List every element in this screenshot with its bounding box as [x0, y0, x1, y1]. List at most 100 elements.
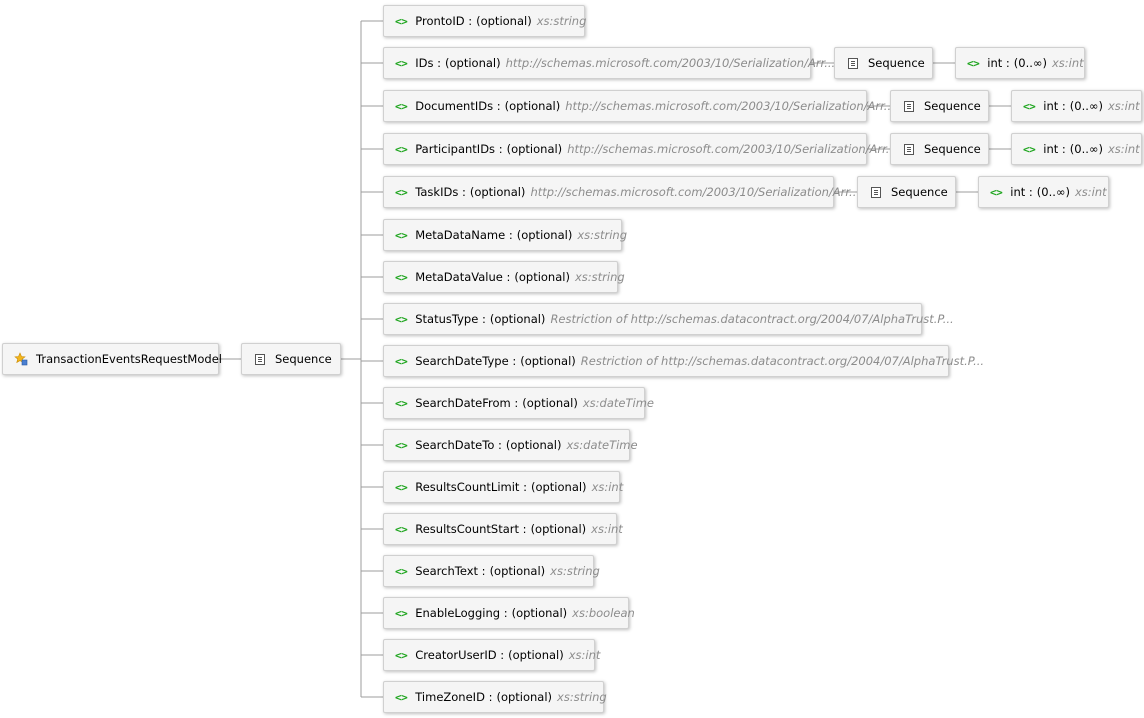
participant-i-ds-sequence-node[interactable]: Sequence — [890, 133, 989, 165]
pronto-id-name-text: ProntoID : — [415, 14, 472, 28]
element-icon: <> — [1023, 142, 1036, 156]
i-ds-int-separator: : — [1002, 56, 1010, 70]
element-node-meta-data-value[interactable]: <>MetaDataValue :(optional)xs:string — [383, 261, 625, 293]
participant-i-ds-occurrence: (optional) — [506, 142, 563, 156]
meta-data-name-name-text: MetaDataName : — [415, 228, 512, 242]
task-i-ds-int-separator: : — [1025, 185, 1033, 199]
i-ds-occurrence: (optional) — [445, 56, 501, 70]
task-i-ds-int-name: int — [1010, 185, 1026, 199]
time-zone-id-separator: : — [484, 690, 493, 704]
element-node-time-zone-id[interactable]: <>TimeZoneID :(optional)xs:string — [383, 681, 607, 713]
meta-data-name-separator: : — [505, 228, 513, 242]
root-sequence-node[interactable]: Sequence — [241, 343, 341, 375]
results-count-limit-separator: : — [519, 480, 527, 494]
element-node-search-date-from[interactable]: <> SearchDateFrom : (optional) xs:dateTime — [383, 387, 654, 419]
element-node-participant-i-ds[interactable]: <>ParticipantIDs :(optional)http://schem… — [383, 133, 897, 165]
i-ds-type: http://schemas.microsoft.com/2003/10/Ser… — [505, 56, 836, 70]
sequence-label: Sequence — [924, 142, 981, 156]
element-node-search-date-to[interactable]: <>SearchDateTo :(optional)xs:dateTime — [383, 429, 638, 461]
element-icon: <> — [395, 228, 408, 242]
element-node-enable-logging[interactable]: <>EnableLogging :(optional)xs:boolean — [383, 597, 635, 629]
enable-logging-name: EnableLogging — [415, 606, 501, 620]
sequence-icon — [255, 353, 265, 365]
i-ds-int-name-text: int : — [987, 56, 1010, 70]
root-complex-type-node[interactable]: TransactionEventsRequestModel — [2, 343, 222, 375]
element-icon: <> — [395, 99, 408, 113]
results-count-limit-occurrence: (optional) — [530, 480, 587, 494]
document-i-ds-name: DocumentIDs — [415, 99, 494, 113]
participant-i-ds-int-name-text: int : — [1043, 142, 1066, 156]
element-icon: <> — [395, 56, 408, 70]
pronto-id-type: xs:string — [536, 14, 587, 28]
element-node-search-text[interactable]: <>SearchText :(optional)xs:string — [383, 555, 600, 587]
i-ds-int-occurrence: (0..∞) — [1013, 56, 1047, 70]
sequence-label: Sequence — [275, 352, 332, 366]
element-node-results-count-limit[interactable]: <>ResultsCountLimit :(optional)xs:int — [383, 471, 623, 503]
document-i-ds-int-type: xs:int — [1107, 99, 1140, 113]
search-date-from-name: SearchDateFrom — [415, 396, 511, 410]
element-node-participant-i-ds-int[interactable]: <>int :(0..∞)xs:int — [1011, 133, 1142, 165]
results-count-limit-name: ResultsCountLimit — [415, 480, 520, 494]
participant-i-ds-name: ParticipantIDs — [415, 142, 496, 156]
results-count-limit-type: xs:int — [591, 480, 624, 494]
sequence-icon — [871, 186, 881, 198]
creator-user-id-type: xs:int — [568, 648, 601, 662]
element-node-document-i-ds[interactable]: <>DocumentIDs :(optional)http://schemas.… — [383, 90, 895, 122]
i-ds-name: IDs — [415, 56, 434, 70]
search-date-from-type: xs:dateTime — [582, 396, 654, 410]
meta-data-value-name: MetaDataValue — [415, 270, 503, 284]
search-text-name: SearchText — [415, 564, 479, 578]
element-icon: <> — [395, 606, 408, 620]
task-i-ds-sequence-node[interactable]: Sequence — [857, 176, 956, 208]
element-icon: <> — [395, 396, 408, 410]
element-node-task-i-ds-int[interactable]: <>int :(0..∞)xs:int — [978, 176, 1109, 208]
element-icon: <> — [395, 690, 408, 704]
element-icon: <> — [990, 185, 1003, 199]
task-i-ds-int-occurrence: (0..∞) — [1036, 185, 1070, 199]
element-icon: <> — [395, 185, 408, 199]
document-i-ds-int-name-text: int : — [1043, 99, 1066, 113]
creator-user-id-name-text: CreatorUserID : — [415, 648, 504, 662]
document-i-ds-int-occurrence: (0..∞) — [1069, 99, 1103, 113]
status-type-separator: : — [478, 312, 486, 326]
task-i-ds-int-name-text: int : — [1010, 185, 1033, 199]
element-node-status-type[interactable]: <>StatusType :(optional)Restriction of h… — [383, 303, 954, 335]
task-i-ds-type: http://schemas.microsoft.com/2003/10/Ser… — [530, 185, 861, 199]
element-icon: <> — [1023, 99, 1036, 113]
element-node-task-i-ds[interactable]: <>TaskIDs :(optional)http://schemas.micr… — [383, 176, 860, 208]
search-date-to-occurrence: (optional) — [505, 438, 562, 452]
search-date-type-separator: : — [508, 354, 517, 368]
i-ds-sequence-node[interactable]: Sequence — [834, 47, 933, 79]
element-node-i-ds[interactable]: <> IDs :(optional) http://schemas.microsof… — [383, 47, 835, 79]
search-date-type-type: Restriction of http://schemas.datacontra… — [580, 354, 985, 368]
root-type-name: TransactionEventsRequestModel — [36, 352, 222, 366]
status-type-name-text: StatusType : — [415, 312, 486, 326]
element-icon: <> — [395, 312, 408, 326]
meta-data-value-type: xs:string — [574, 270, 625, 284]
element-node-creator-user-id[interactable]: <>CreatorUserID :(optional)xs:int — [383, 639, 600, 671]
element-node-pronto-id[interactable]: <>ProntoID :(optional)xs:string — [383, 5, 587, 37]
element-icon: <> — [395, 142, 408, 156]
element-node-meta-data-name[interactable]: <>MetaDataName :(optional)xs:string — [383, 219, 627, 251]
document-i-ds-type: http://schemas.microsoft.com/2003/10/Ser… — [565, 99, 895, 113]
element-node-document-i-ds-int[interactable]: <> int :(0..∞) xs:int — [1011, 90, 1142, 122]
document-i-ds-sequence-node[interactable]: Sequence — [890, 90, 989, 122]
sequence-icon — [848, 57, 858, 69]
results-count-start-type: xs:int — [591, 522, 623, 536]
task-i-ds-separator: : — [458, 185, 466, 199]
i-ds-separator: : — [433, 56, 442, 70]
search-date-from-name-text: SearchDateFrom : — [415, 396, 518, 410]
element-node-i-ds-int[interactable]: <>int :(0..∞)xs:int — [955, 47, 1085, 79]
element-node-results-count-start[interactable]: <>ResultsCountStart :(optional)xs:int — [383, 513, 623, 545]
search-date-from-occurrence: (optional) — [522, 396, 578, 410]
element-node-search-date-type[interactable]: <>SearchDateType :(optional)Restriction … — [383, 345, 984, 377]
status-type-type: Restriction of http://schemas.datacontra… — [550, 312, 954, 326]
search-date-type-name: SearchDateType — [415, 354, 509, 368]
participant-i-ds-int-type: xs:int — [1107, 142, 1140, 156]
document-i-ds-name-text: DocumentIDs : — [415, 99, 500, 113]
task-i-ds-name: TaskIDs — [415, 185, 459, 199]
creator-user-id-separator: : — [496, 648, 505, 662]
meta-data-value-separator: : — [502, 270, 511, 284]
element-icon: <> — [395, 564, 408, 578]
results-count-start-separator: : — [519, 522, 527, 536]
